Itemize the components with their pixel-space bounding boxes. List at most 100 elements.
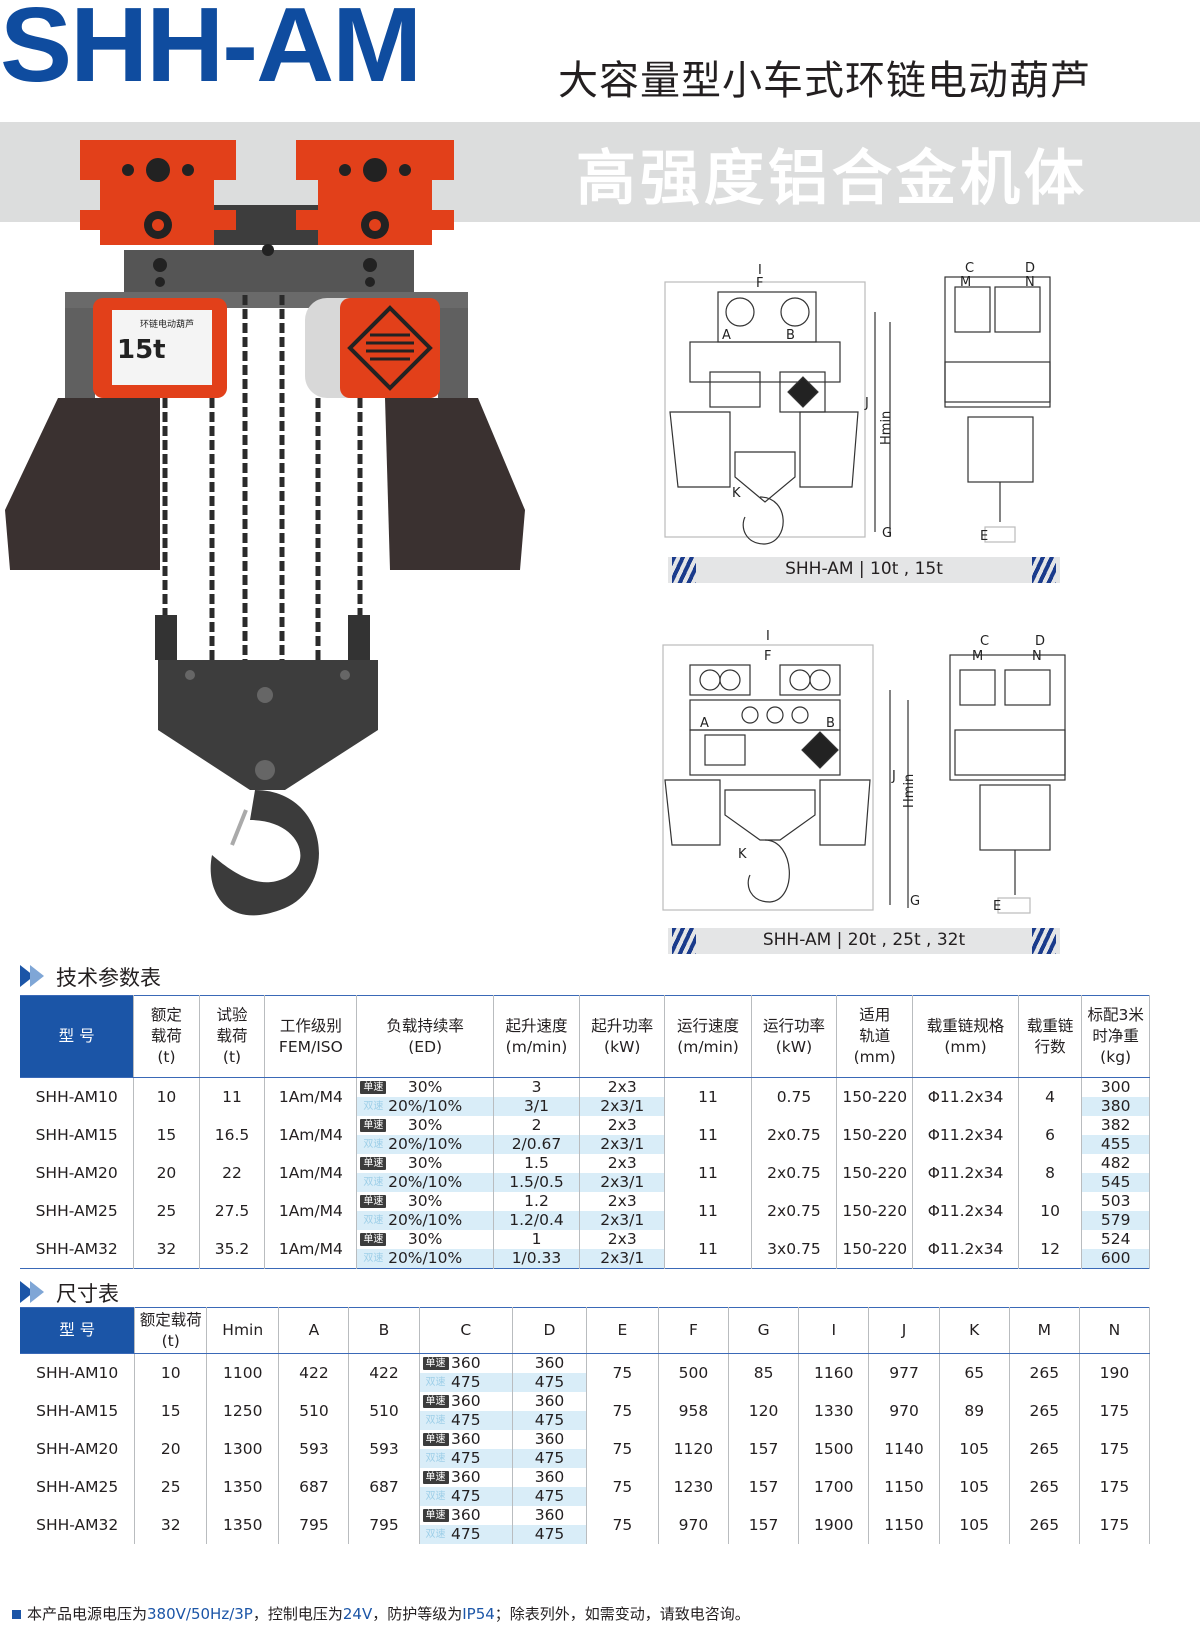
drawing-caption-text: SHH-AM | 10t , 15t [785, 559, 943, 579]
double-speed-value: 1/0.33 [493, 1249, 580, 1268]
rated-load-cell: 15 [133, 1116, 200, 1154]
tech-table-title: 技术参数表 [56, 966, 161, 990]
single-speed-value: 1.5 [524, 1154, 549, 1172]
svg-text:B: B [826, 716, 835, 731]
chain-falls-cell: 12 [1018, 1230, 1083, 1269]
svg-text:Hmin: Hmin [902, 774, 917, 808]
table-header-cell: C [419, 1307, 514, 1354]
track-cell: 150-220 [836, 1192, 914, 1230]
dim-k-cell: 89 [939, 1392, 1010, 1430]
dim-g-cell: 157 [728, 1430, 800, 1468]
single-speed-value: 2x3 [607, 1154, 637, 1172]
dim-m-cell: 265 [1009, 1392, 1080, 1430]
duty-class-cell: 1Am/M4 [264, 1116, 358, 1154]
travel-speed-cell: 11 [664, 1077, 752, 1116]
chain-falls-cell: 10 [1018, 1192, 1083, 1230]
double-speed-value: 1.5/0.5 [493, 1173, 580, 1192]
rated-load-cell: 20 [133, 1154, 200, 1192]
trolley-left [80, 140, 236, 245]
travel-speed-cell: 11 [664, 1154, 752, 1192]
travel-power-cell: 2x0.75 [751, 1154, 838, 1192]
travel-power-cell: 2x0.75 [751, 1192, 838, 1230]
double-speed-value: 475 [513, 1411, 586, 1430]
double-speed-tag: 双速 [422, 1414, 449, 1427]
dim-j-cell: 1150 [868, 1506, 940, 1544]
rated-load-cell: 10 [133, 1077, 200, 1116]
table-header-cell: J [868, 1307, 940, 1354]
single-speed-value: 524 [1100, 1230, 1131, 1248]
svg-text:G: G [882, 526, 892, 541]
dim-j-cell: 977 [868, 1353, 940, 1392]
section-arrow-icon [20, 1281, 44, 1303]
test-load-cell: 16.5 [199, 1116, 266, 1154]
single-speed-value: 360 [534, 1354, 565, 1372]
dim-n-cell: 175 [1079, 1430, 1151, 1468]
dim-k-cell: 65 [939, 1353, 1010, 1392]
single-speed-value: 360 [534, 1430, 565, 1448]
dim-i-cell: 1500 [798, 1430, 870, 1468]
dim-g-cell: 157 [728, 1506, 800, 1544]
dim-b-cell: 795 [348, 1506, 420, 1544]
svg-text:N: N [1025, 275, 1035, 290]
svg-text:J: J [864, 396, 869, 411]
single-speed-tag: 单速 [360, 1081, 387, 1094]
single-speed-value: 2x3 [607, 1078, 637, 1096]
single-speed-tag: 单速 [360, 1233, 387, 1246]
travel-speed-cell: 11 [664, 1192, 752, 1230]
travel-power-cell: 0.75 [751, 1077, 838, 1116]
svg-text:A: A [722, 328, 731, 343]
svg-text:B: B [786, 328, 795, 343]
table-header-cell: Hmin [206, 1307, 280, 1354]
chain-falls-cell: 4 [1018, 1077, 1083, 1116]
svg-text:D: D [1035, 634, 1045, 649]
model-cell: SHH-AM20 [20, 1154, 135, 1192]
double-speed-value: 2x3/1 [580, 1097, 665, 1116]
dim-i-cell: 1160 [798, 1353, 870, 1392]
hook-block [158, 660, 378, 790]
dim-b-cell: 510 [348, 1392, 420, 1430]
dim-f-cell: 1230 [658, 1468, 730, 1506]
dim-n-cell: 175 [1079, 1392, 1151, 1430]
table-header-cell: 起升功率 (kW) [579, 995, 666, 1078]
dim-k-cell: 105 [939, 1430, 1010, 1468]
dim-b-cell: 422 [348, 1353, 420, 1392]
track-cell: 150-220 [836, 1230, 914, 1269]
dim-n-cell: 175 [1079, 1468, 1151, 1506]
table-header-cell: 起升速度 (m/min) [493, 995, 581, 1078]
double-speed-tag: 双速 [422, 1452, 449, 1465]
dim-g-cell: 85 [728, 1353, 800, 1392]
table-header-cell: 额定载荷 (t) [134, 1307, 208, 1354]
table-header-cell: D [512, 1307, 587, 1354]
track-cell: 150-220 [836, 1116, 914, 1154]
